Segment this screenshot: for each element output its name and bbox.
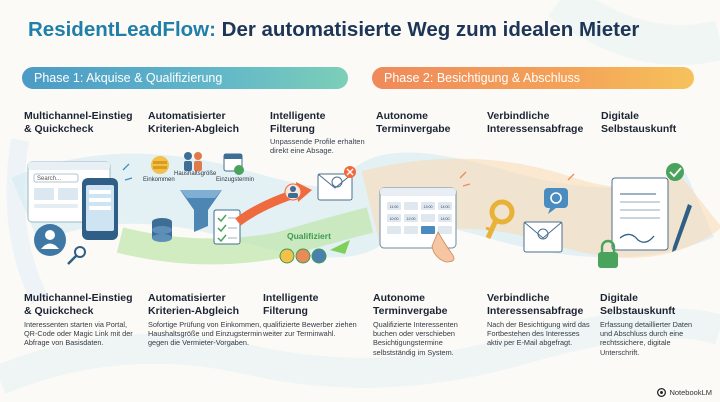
scheduling-illustration <box>379 171 471 263</box>
criteria-label-income: Einkommen <box>143 177 175 183</box>
step-1-desc: Interessenten starten via Portal, QR-Cod… <box>24 320 133 348</box>
notebooklm-credit: NotebookLM <box>657 388 712 397</box>
qualified-label: Qualifiziert <box>287 231 331 241</box>
step-2-desc: Sofortige Prüfung von Einkommen, Haushal… <box>148 320 262 348</box>
household-icon <box>184 152 202 171</box>
step-6-title: Digitale Selbstauskunft <box>600 292 676 317</box>
title-rest: Der automatisierte Weg zum idealen Miete… <box>215 18 640 41</box>
qualified-group-icon <box>279 248 327 264</box>
pen-icon <box>672 204 692 252</box>
step-3-title-top: Intelligente Filterung <box>270 110 326 135</box>
page-title: ResidentLeadFlow: Der automatisierte Weg… <box>28 18 698 42</box>
step-3-desc: qualifizierte Bewerber ziehen weiter zur… <box>263 320 357 339</box>
magic-link-icon <box>74 246 86 258</box>
document-icon <box>611 177 669 251</box>
step-6-desc: Erfassung detaillierter Daten und Abschl… <box>600 320 693 357</box>
step-4-title: Autonome Terminvergabe <box>373 292 448 317</box>
pointing-hand-icon <box>431 231 455 263</box>
step-5-title: Verbindliche Interessensabfrage <box>487 292 584 317</box>
calendar-slot-time: 12:00 <box>407 217 416 221</box>
criteria-illustration <box>151 152 244 245</box>
signature-icon <box>619 233 655 243</box>
criteria-label-move-in: Einzugstermin <box>216 177 255 183</box>
income-icon <box>151 156 169 174</box>
calendar-slot-time: 14:00 <box>441 217 450 221</box>
filter-illustration <box>235 166 356 264</box>
criteria-label-household: Haushaltsgröße <box>174 171 217 177</box>
step-6-title-top: Digitale Selbstauskunft <box>601 110 677 135</box>
phase-1-bar: Phase 1: Akquise & Qualifizierung <box>22 67 348 89</box>
multichannel-illustration: Search... <box>27 161 133 265</box>
step-1-title: Multichannel-Einstieg & Quickcheck <box>24 292 133 317</box>
question-bubble-icon <box>544 188 568 208</box>
lock-icon <box>598 252 618 268</box>
step-4-title-top: Autonome Terminvergabe <box>376 110 451 135</box>
qualified-flow-band <box>116 207 374 265</box>
credit-text: NotebookLM <box>669 388 712 397</box>
step-1-title-top: Multichannel-Einstieg & Quickcheck <box>24 110 133 135</box>
interest-illustration <box>485 173 575 253</box>
search-placeholder: Search... <box>37 176 61 182</box>
self-disclosure-illustration <box>598 163 692 268</box>
calendar-slot-time: 13:00 <box>424 205 433 209</box>
funnel-icon <box>180 190 222 232</box>
step-3-title: Intelligente Filterung <box>263 292 319 317</box>
step-4-desc: Qualifizierte Interessenten buchen oder … <box>373 320 458 357</box>
step-5-desc: Nach der Besichtigung wird das Fortbeste… <box>487 320 590 348</box>
step-5-title-top: Verbindliche Interessensabfrage <box>487 110 584 135</box>
calendar-slot-time: 14:00 <box>441 205 450 209</box>
phase-2-bar: Phase 2: Besichtigung & Abschluss <box>372 67 694 89</box>
notebooklm-logo-icon <box>657 388 667 397</box>
calendar-slot-time: 11:00 <box>390 205 399 209</box>
step-2-title-top: Automatisierter Kriterien-Abgleich <box>148 110 240 135</box>
calendar-slot-time: 10:00 <box>390 217 399 221</box>
step-3-subtitle: Unpassende Profile erhalten direkt eine … <box>270 137 365 155</box>
brand-name: ResidentLeadFlow: <box>28 18 216 41</box>
process-illustration: Search... <box>11 152 720 268</box>
verified-check-icon <box>666 163 684 181</box>
step-2-title: Automatisierter Kriterien-Abgleich <box>148 292 240 317</box>
key-icon <box>489 199 515 225</box>
